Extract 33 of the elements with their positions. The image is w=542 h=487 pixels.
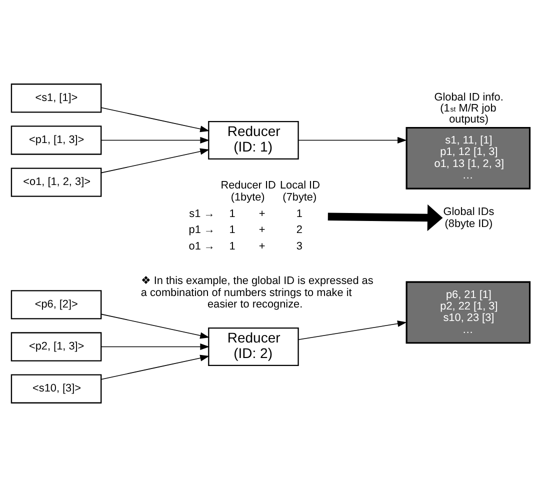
arrow — [298, 320, 407, 340]
label: p1 → — [188, 224, 215, 236]
label: Reducer ID (1byte) — [220, 180, 276, 204]
label: ❖ In this example, the global ID is expressed as a combination of numbers strings to make it easier to recognize. — [140, 275, 374, 311]
arrow — [100, 136, 210, 144]
node-box: <o1, [1, 2, 3]> — [10, 168, 102, 197]
node-box: <s1, [1]> — [10, 84, 102, 113]
label: o1 → — [188, 240, 215, 252]
node-text: Global IDs (8byte ID) — [443, 206, 494, 230]
label: 3 — [296, 240, 302, 252]
label: 1 — [229, 208, 236, 220]
arrow — [328, 204, 443, 232]
label: 1 — [229, 240, 236, 252]
node-box: Reducer (ID: 2) — [208, 327, 299, 366]
arrow — [100, 344, 210, 350]
label: + — [258, 208, 266, 220]
arrow — [298, 136, 407, 144]
label: 1 — [296, 208, 302, 220]
label: + — [258, 224, 266, 236]
node-box: <p6, [2]> — [10, 290, 102, 320]
arrow — [100, 354, 210, 380]
node-box: Reducer (ID: 1) — [208, 120, 299, 160]
node-box: <s10, [3]> — [10, 374, 102, 404]
node-box: <p2, [1, 3]> — [10, 332, 102, 362]
arrow — [100, 148, 210, 174]
label: + — [258, 240, 266, 252]
label: 1 — [229, 224, 236, 236]
label: Local ID (7byte) — [280, 180, 320, 204]
arrow — [100, 107, 210, 132]
node-box: <p1, [1, 3]> — [10, 126, 102, 155]
label: s1 → — [189, 208, 215, 220]
arrow — [100, 314, 210, 339]
label: 2 — [296, 224, 302, 236]
